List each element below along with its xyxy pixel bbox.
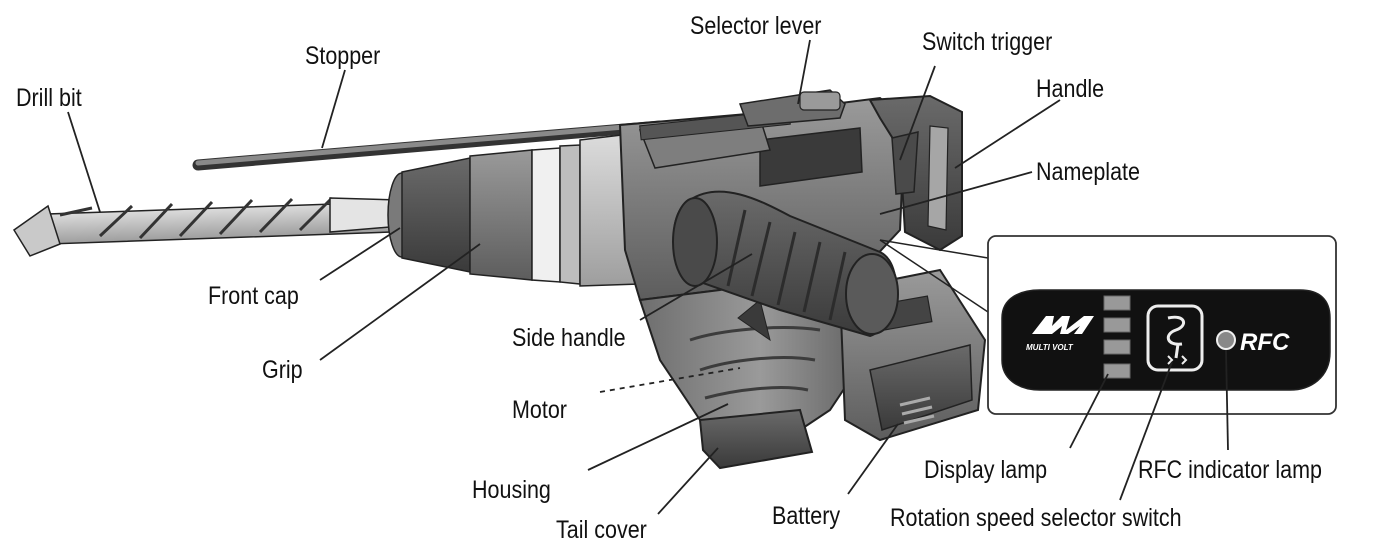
leader-switch-trigger: [899, 65, 936, 161]
leader-handle: [954, 99, 1061, 169]
leader-grip: [319, 243, 481, 361]
leader-drill-bit: [67, 111, 101, 213]
label-tail-cover: Tail cover: [556, 516, 647, 544]
rotation-speed-selector-button: [1146, 304, 1204, 372]
leader-rfc-indicator-lamp: [1225, 349, 1229, 451]
display-lamp-segment: [1103, 295, 1131, 311]
brand-logo-text: MULTI VOLT: [1026, 343, 1074, 352]
leader-battery: [847, 423, 899, 495]
label-front-cap: Front cap: [208, 282, 299, 310]
rfc-indicator-lamp: [1216, 330, 1236, 350]
stopper-rod: [192, 120, 666, 171]
leader-nameplate: [879, 171, 1033, 215]
label-side-handle: Side handle: [512, 324, 626, 352]
control-panel-callout: MULTI VOLT RFC: [879, 235, 1337, 415]
label-rfc-indicator-lamp: RFC indicator lamp: [1138, 456, 1322, 484]
leader-housing: [587, 403, 729, 471]
display-lamp-segment: [1103, 317, 1131, 333]
leader-display-lamp: [1069, 373, 1109, 449]
label-rotation-speed-selector-switch: Rotation speed selector switch: [890, 504, 1182, 532]
label-grip: Grip: [262, 356, 303, 384]
multi-volt-logo: MULTI VOLT: [1026, 316, 1094, 352]
label-stopper: Stopper: [305, 42, 381, 70]
label-drill-bit: Drill bit: [16, 84, 82, 112]
drill-bit: [12, 196, 403, 257]
label-motor: Motor: [512, 396, 567, 424]
display-lamp-segment: [1103, 363, 1131, 379]
rfc-mark: RFC: [1240, 329, 1290, 356]
side-handle: [672, 190, 899, 338]
chuck: [387, 133, 641, 287]
label-housing: Housing: [472, 476, 551, 504]
leader-stopper: [321, 69, 346, 149]
label-switch-trigger: Switch trigger: [922, 28, 1053, 56]
leader-side-handle: [639, 253, 753, 321]
label-handle: Handle: [1036, 75, 1105, 103]
display-lamp-segment: [1103, 339, 1131, 355]
leader-front-cap: [319, 227, 401, 281]
leader-selector-lever: [797, 39, 811, 105]
label-selector-lever: Selector lever: [690, 12, 822, 40]
label-display-lamp: Display lamp: [924, 456, 1048, 484]
leader-rotation-speed-selector: [1119, 361, 1173, 501]
label-nameplate: Nameplate: [1036, 158, 1140, 186]
label-battery: Battery: [772, 502, 841, 530]
drill-rotation-icon: [1166, 315, 1188, 365]
leader-lines: [67, 39, 1229, 515]
leader-tail-cover: [657, 447, 719, 515]
leader-motor: [599, 367, 741, 393]
